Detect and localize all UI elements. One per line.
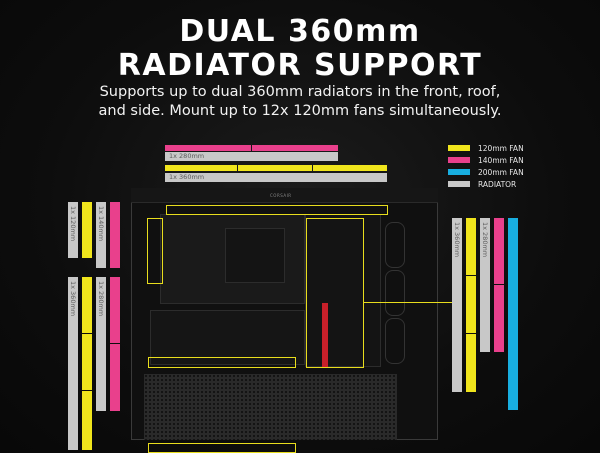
left-lower-120mm-fan-1	[82, 277, 92, 333]
lower-panel	[150, 310, 305, 365]
top-280-label: 1x 280mm	[169, 152, 205, 160]
subtitle-line-1: Supports up to dual 360mm radiators in t…	[99, 84, 501, 100]
legend-swatch-yellow	[448, 145, 470, 151]
rear-mount-outline	[147, 218, 163, 284]
top-140mm-fan-bar-2	[252, 145, 338, 151]
legend-swatch-pink	[448, 157, 470, 163]
page-title-line-1: DUAL 360mm	[179, 14, 421, 49]
legend-label: 120mm FAN	[478, 143, 524, 153]
right-280mm-radiator-bar: 1x 280mm	[480, 218, 490, 352]
side-mount-outline	[306, 218, 364, 368]
left-120mm-fan-bar	[82, 202, 92, 258]
left-140mm-radiator-bar: 1x 140mm	[96, 202, 106, 268]
left-lower-120mm-fan-3	[82, 391, 92, 450]
right-360-label: 1x 360mm	[453, 222, 461, 258]
page-title-line-2: RADIATOR SUPPORT	[117, 48, 483, 83]
psu-shroud-mesh	[144, 374, 397, 440]
top-140mm-fan-bar-1	[165, 145, 251, 151]
right-140mm-fan-1	[494, 218, 504, 284]
top-120mm-fan-bar-3	[313, 165, 387, 171]
top-mount-outline	[166, 205, 388, 215]
top-360-label: 1x 360mm	[169, 173, 205, 181]
front-fan-1	[385, 222, 405, 268]
legend-swatch-grey	[448, 181, 470, 187]
left-120mm-radiator-bar: 1x 120mm	[68, 202, 78, 258]
legend-item-140mm-fan: 140mm FAN	[448, 154, 524, 166]
legend-item-radiator: RADIATOR	[448, 178, 524, 190]
psu-mount-outline	[148, 443, 296, 453]
top-360mm-radiator-bar: 1x 360mm	[165, 173, 387, 182]
legend-item-120mm-fan: 120mm FAN	[448, 142, 524, 154]
subtitle-line-2: and side. Mount up to 12x 120mm fans sim…	[98, 103, 502, 119]
right-200mm-fan-bar	[508, 218, 518, 410]
legend-label: RADIATOR	[478, 179, 517, 189]
left-140-label: 1x 140mm	[97, 206, 105, 242]
right-120mm-fan-3	[466, 334, 476, 392]
right-360mm-radiator-bar: 1x 360mm	[452, 218, 462, 392]
left-140mm-fan-bar	[110, 202, 120, 268]
case-top-panel	[131, 188, 438, 203]
legend-item-200mm-fan: 200mm FAN	[448, 166, 524, 178]
right-120mm-fan-1	[466, 218, 476, 275]
left-360-label: 1x 360mm	[69, 281, 77, 317]
left-lower-140mm-fan-2	[110, 344, 120, 411]
top-120mm-fan-bar-1	[165, 165, 237, 171]
front-fan-3	[385, 318, 405, 364]
left-360mm-radiator-bar: 1x 360mm	[68, 277, 78, 450]
right-140mm-fan-2	[494, 285, 504, 352]
side-pointer-line	[364, 302, 452, 303]
left-lower-120mm-fan-2	[82, 334, 92, 390]
left-120-label: 1x 120mm	[69, 206, 77, 242]
front-fan-2	[385, 270, 405, 316]
bottom-mount-outline	[148, 357, 296, 368]
legend-swatch-cyan	[448, 169, 470, 175]
legend-label: 200mm FAN	[478, 167, 524, 177]
red-accent-strip	[322, 303, 328, 367]
left-lower-140mm-fan-1	[110, 277, 120, 343]
legend: 120mm FAN 140mm FAN 200mm FAN RADIATOR	[448, 142, 524, 190]
top-280mm-radiator-bar: 1x 280mm	[165, 152, 338, 161]
right-280-label: 1x 280mm	[481, 222, 489, 258]
left-280mm-radiator-bar: 1x 280mm	[96, 277, 106, 411]
right-120mm-fan-2	[466, 276, 476, 333]
top-120mm-fan-bar-2	[238, 165, 312, 171]
left-280-label: 1x 280mm	[97, 281, 105, 317]
legend-label: 140mm FAN	[478, 155, 524, 165]
case-brand-logo: CORSAIR	[270, 193, 292, 198]
cpu-cutout	[225, 228, 285, 283]
